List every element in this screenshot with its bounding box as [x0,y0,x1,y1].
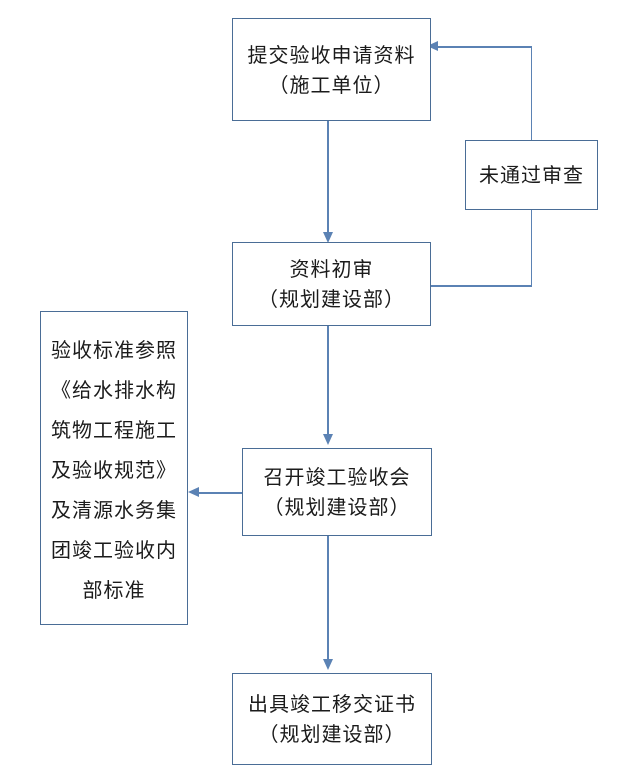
node-standards-line-1: 验收标准参照 [51,338,177,362]
node-meeting-line-2: （规划建设部） [263,495,411,519]
node-meeting-line-1: 召开竣工验收会 [263,465,411,489]
connector-review-to-rejected-horizontal [431,285,532,287]
node-submit-line-2: （施工单位） [268,72,395,97]
node-standards-line-4: 及验收规范》 [51,458,177,482]
connector-rejected-to-submit-horizontal [437,46,532,48]
node-standards-line-2: 《给水排水构 [51,378,177,402]
node-standards-line-3: 筑物工程施工 [51,418,177,442]
node-issue-certificate[interactable]: 出具竣工移交证书 （规划建设部） [232,673,432,765]
node-certificate-line-2: （规划建设部） [258,722,406,746]
arrowhead-rejected-to-submit [427,41,438,51]
arrowhead-meeting-to-certificate [322,659,333,670]
arrowhead-submit-to-review [322,232,333,243]
connector-meeting-to-standards [199,492,243,494]
node-standards-line-5: 及清源水务集 [51,498,177,522]
arrowhead-review-to-meeting [322,434,333,445]
node-standards-line-6: 团竣工验收内 [51,538,177,562]
node-review-line-2: （规划建设部） [258,287,405,311]
node-acceptance-standards[interactable]: 验收标准参照 《给水排水构 筑物工程施工 及验收规范》 及清源水务集 团竣工验收… [40,311,188,625]
connector-review-to-rejected-vertical [530,210,533,286]
node-standards-line-7: 部标准 [82,578,146,602]
connector-meeting-to-certificate [327,536,329,662]
connector-submit-to-review [327,121,329,235]
node-certificate-line-1: 出具竣工移交证书 [248,692,416,716]
node-submit-line-1: 提交验收申请资料 [247,42,416,67]
node-review-line-1: 资料初审 [289,257,374,281]
connector-review-to-meeting [327,326,329,437]
node-rejected-line-1: 未通过审查 [479,163,584,187]
node-review-failed[interactable]: 未通过审查 [465,140,598,210]
arrowhead-meeting-to-standards [188,487,199,497]
node-submit-application[interactable]: 提交验收申请资料 （施工单位） [232,18,431,121]
node-acceptance-meeting[interactable]: 召开竣工验收会 （规划建设部） [242,448,432,536]
connector-rejected-to-submit-vertical [530,47,533,141]
node-preliminary-review[interactable]: 资料初审 （规划建设部） [232,242,431,326]
